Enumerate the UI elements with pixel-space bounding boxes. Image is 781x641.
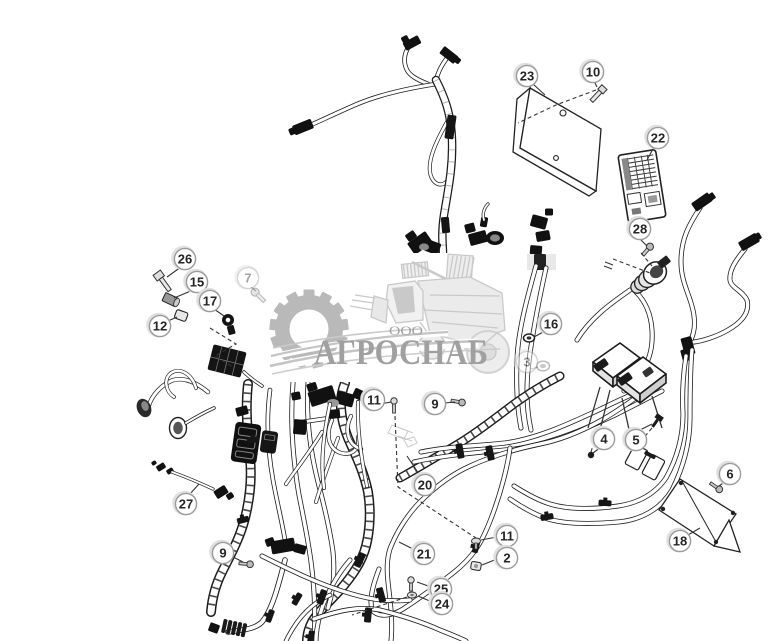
svg-text:26: 26 [178, 252, 192, 267]
svg-text:6: 6 [726, 467, 733, 482]
svg-text:ООО: ООО [389, 323, 423, 338]
svg-text:12: 12 [153, 319, 167, 334]
svg-text:28: 28 [633, 222, 647, 237]
svg-text:18: 18 [673, 534, 687, 549]
svg-text:3: 3 [523, 355, 530, 370]
svg-text:21: 21 [417, 547, 431, 562]
svg-text:9: 9 [431, 397, 438, 412]
svg-text:16: 16 [544, 317, 558, 332]
svg-text:20: 20 [418, 478, 432, 493]
svg-text:2: 2 [503, 551, 510, 566]
svg-text:5: 5 [632, 433, 639, 448]
svg-text:11: 11 [367, 393, 381, 408]
svg-text:АГРОСНАБ: АГРОСНАБ [314, 332, 488, 372]
svg-text:27: 27 [179, 497, 193, 512]
svg-text:4: 4 [600, 432, 608, 447]
svg-text:11: 11 [500, 529, 514, 544]
svg-text:17: 17 [203, 294, 217, 309]
svg-text:15: 15 [190, 275, 204, 290]
svg-text:22: 22 [651, 131, 665, 146]
svg-text:10: 10 [586, 65, 600, 80]
svg-text:23: 23 [520, 69, 534, 84]
svg-text:24: 24 [435, 597, 450, 612]
svg-text:9: 9 [219, 546, 226, 561]
svg-text:7: 7 [244, 271, 251, 286]
